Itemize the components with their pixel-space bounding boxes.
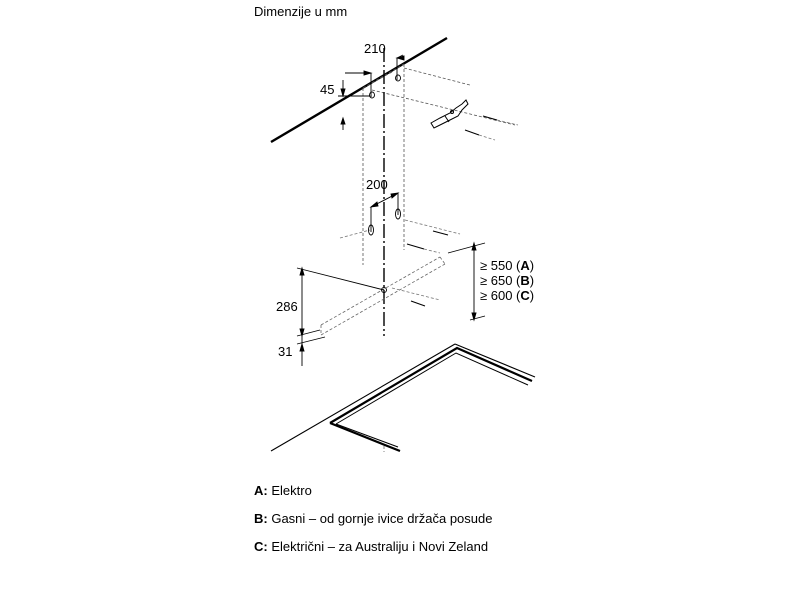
legend-text-a: Elektro xyxy=(271,483,312,498)
top-screws-icon xyxy=(464,115,498,136)
dimension-45 xyxy=(338,80,372,130)
dimension-210-label: 210 xyxy=(364,41,386,56)
clearance-c-label: ≥ 600 (C) xyxy=(480,288,534,303)
hood-outline xyxy=(320,256,446,336)
top-screw-holes xyxy=(369,74,401,99)
dimension-200 xyxy=(369,192,400,232)
legend-item-a: A: Elektro xyxy=(254,483,312,498)
dimension-286 xyxy=(296,266,385,366)
ceiling-line xyxy=(270,36,448,144)
legend-item-c: C: Električni – za Australiju i Novi Zel… xyxy=(254,539,488,554)
legend-key-a: A: xyxy=(254,483,268,498)
dimension-286-label: 286 xyxy=(276,299,298,314)
chimney-outline xyxy=(362,63,516,265)
legend-text-b: Gasni – od gornje ivice držača posude xyxy=(271,511,493,526)
dimension-45-label: 45 xyxy=(320,82,334,97)
dimension-31-label: 31 xyxy=(278,344,292,359)
dimension-210 xyxy=(345,54,405,95)
clearance-b-label: ≥ 650 (B) xyxy=(480,273,534,288)
dimension-200-label: 200 xyxy=(366,177,388,192)
lower-screws-icon xyxy=(406,230,449,307)
legend-key-c: C: xyxy=(254,539,268,554)
legend-text-c: Električni – za Australiju i Novi Zeland xyxy=(271,539,489,554)
lower-bracket-holes xyxy=(368,208,401,236)
top-bracket-icon xyxy=(430,99,469,129)
diagram-title: Dimenzije u mm xyxy=(254,4,347,19)
clearance-a-label: ≥ 550 (A) xyxy=(480,258,534,273)
legend-item-b: B: Gasni – od gornje ivice držača posude xyxy=(254,511,492,526)
cooktop-outline xyxy=(270,343,536,453)
centre-hole xyxy=(381,287,387,293)
legend-key-b: B: xyxy=(254,511,268,526)
clearance-dimension xyxy=(447,241,486,322)
